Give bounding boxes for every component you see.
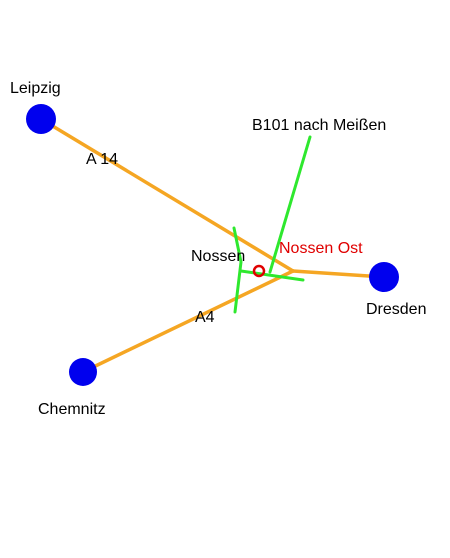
road-nossen-local	[232, 226, 243, 314]
town-label-nossen: Nossen	[191, 248, 245, 265]
road-label-a14: A 14	[86, 151, 118, 168]
city-label-dresden: Dresden	[366, 301, 426, 318]
road-a4-east	[291, 269, 386, 279]
city-label-leipzig: Leipzig	[10, 80, 61, 97]
road-a4-west	[81, 269, 295, 374]
junction-label-nossen-ost: Nossen Ost	[279, 240, 363, 257]
road-label-a4: A4	[195, 309, 215, 326]
road-a14	[39, 117, 295, 273]
city-label-chemnitz: Chemnitz	[38, 401, 106, 418]
road-nossen-connector	[239, 269, 305, 282]
road-b101	[268, 135, 312, 274]
road-label-b101: B101 nach Meißen	[252, 117, 386, 134]
city-marker-chemnitz	[69, 358, 97, 386]
city-marker-dresden	[369, 262, 399, 292]
city-marker-leipzig	[26, 104, 56, 134]
junction-marker-nossen-ost	[252, 264, 266, 278]
